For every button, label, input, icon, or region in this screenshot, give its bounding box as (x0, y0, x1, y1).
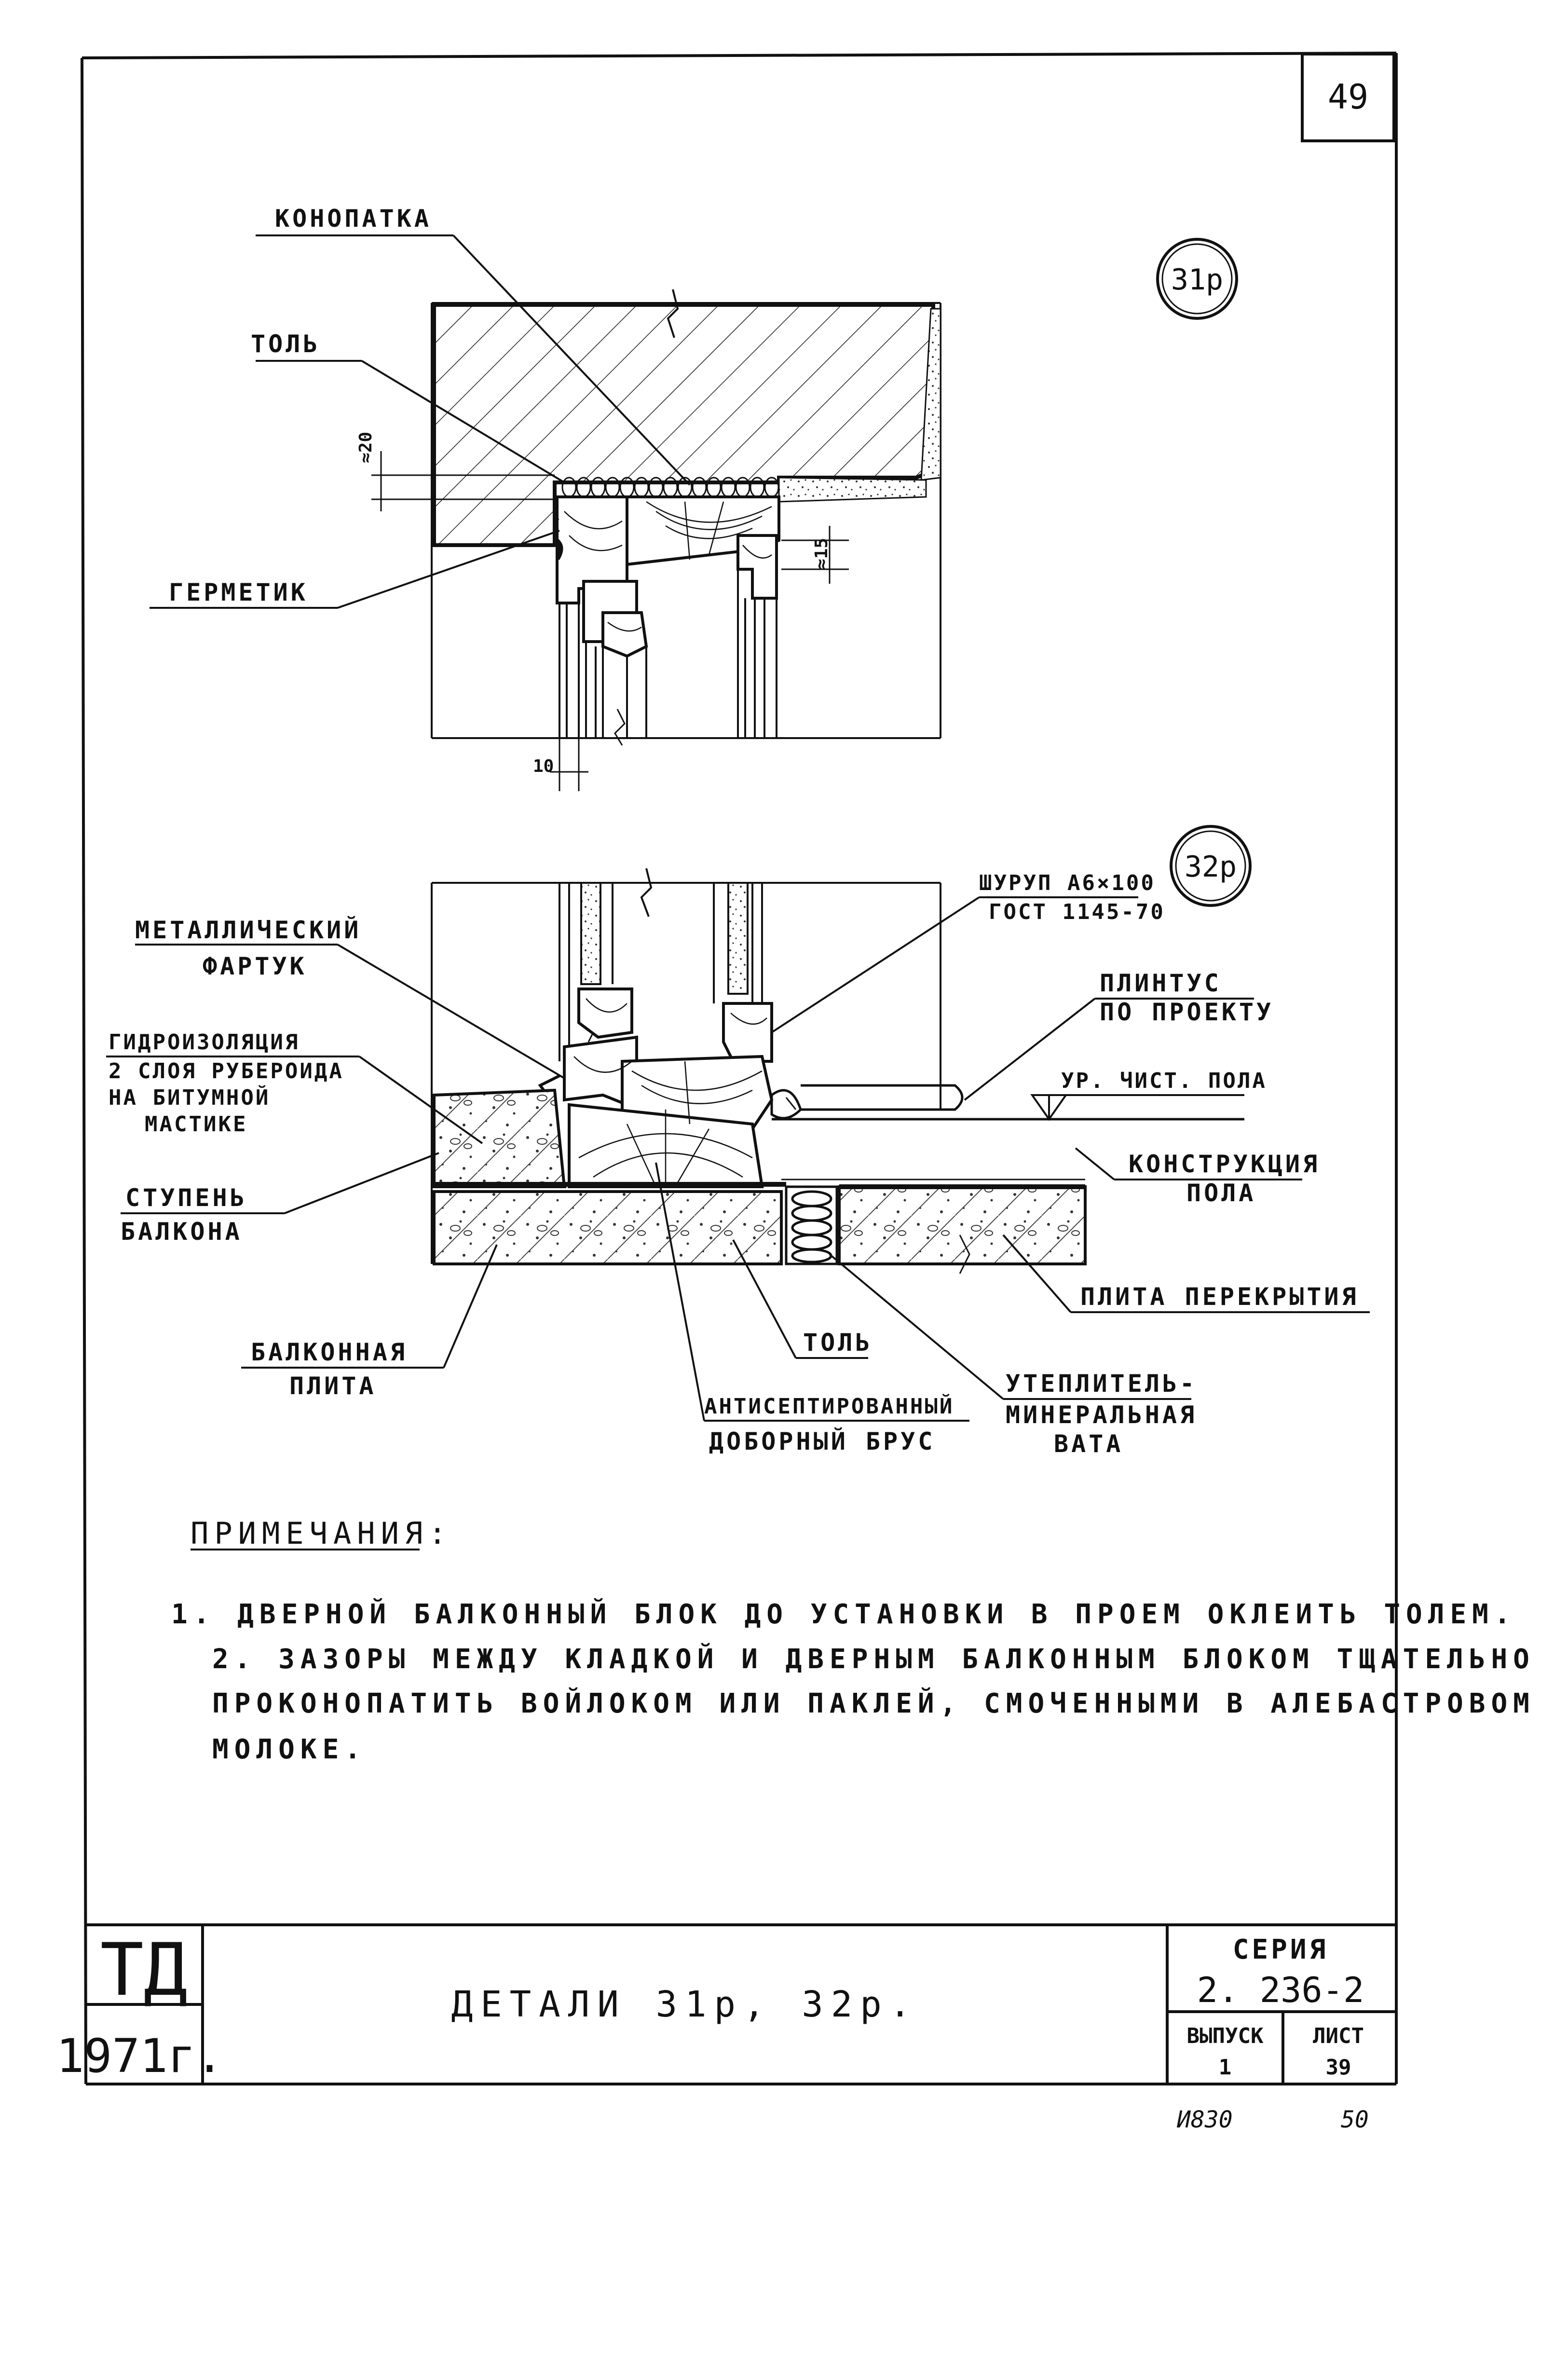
label-plintus-1: ПЛИНТУС (1100, 969, 1222, 997)
notes-block: ПРИМЕЧАНИЯ: 1. ДВЕРНОЙ БАЛКОННЫЙ БЛОК ДО… (171, 1516, 1535, 1765)
label-stupen-1: СТУПЕНЬ (125, 1184, 247, 1212)
title-block (86, 1923, 1396, 2084)
label-konopatka: КОНОПАТКА (275, 205, 432, 233)
notes-title: ПРИМЕЧАНИЯ: (191, 1516, 452, 1551)
label-fartuk-1: МЕТАЛЛИЧЕСКИЙ (135, 916, 361, 944)
title-block-title: ДЕТАЛИ 31р, 32р. (451, 1984, 919, 2025)
title-block-sheet-value: 39 (1326, 2055, 1351, 2080)
detail-marker-31-label: 31р (1171, 263, 1223, 297)
dim-20: ≈20 (356, 432, 376, 463)
label-gidro-1: ГИДРОИЗОЛЯЦИЯ (109, 1030, 300, 1055)
label-tol-31: ТОЛЬ (251, 330, 320, 358)
label-uteplitel-3: ВАТА (1054, 1430, 1123, 1458)
label-stupen-2: БАЛКОНА (121, 1218, 243, 1246)
label-brus-2: ДОБОРНЫЙ БРУС (709, 1427, 935, 1455)
detail-marker-31 (1156, 238, 1238, 320)
footer-note-right: 50 (1341, 2106, 1369, 2133)
detail-31-drawing: 31р (150, 205, 1238, 791)
label-uteplitel-2: МИНЕРАЛЬНАЯ (1006, 1401, 1197, 1429)
label-gidro-4: МАСТИКЕ (145, 1112, 247, 1137)
label-konstr-2: ПОЛА (1186, 1179, 1256, 1207)
label-gidro-2: 2 СЛОЯ РУБЕРОИДА (109, 1059, 344, 1084)
note-line-2c: МОЛОКЕ. (212, 1734, 367, 1765)
page-number: 49 (1328, 77, 1368, 117)
title-block-issue-value: 1 (1219, 2055, 1232, 2080)
label-germetik: ГЕРМЕТИК (169, 578, 308, 606)
detail-marker-32-label: 32р (1185, 850, 1237, 884)
title-block-series-value: 2. 236-2 (1197, 1970, 1364, 2010)
label-perekr: ПЛИТА ПЕРЕКРЫТИЯ (1080, 1283, 1359, 1311)
label-tol-32: ТОЛЬ (803, 1329, 873, 1357)
dim-15: ≈15 (812, 538, 832, 569)
label-plita-1: БАЛКОННАЯ (251, 1338, 408, 1366)
label-plintus-2: ПО ПРОЕКТУ (1100, 998, 1274, 1026)
label-shurup-2: ГОСТ 1145-70 (989, 900, 1165, 924)
label-uteplitel-1: УТЕПЛИТЕЛЬ- (1006, 1370, 1197, 1398)
title-block-series-label: СЕРИЯ (1233, 1934, 1329, 1965)
label-plita-2: ПЛИТА (289, 1372, 377, 1400)
sheet-frame (81, 52, 1398, 2085)
label-brus-1: АНТИСЕПТИРОВАННЫЙ (704, 1393, 954, 1419)
note-line-2a: 2. ЗАЗОРЫ МЕЖДУ КЛАДКОЙ И ДВЕРНЫМ БАЛКОН… (212, 1643, 1535, 1675)
label-pol-level: УР. ЧИСТ. ПОЛА (1061, 1069, 1267, 1093)
label-fartuk-2: ФАРТУК (203, 952, 307, 980)
page-number-box: 49 (1301, 53, 1395, 142)
detail-marker-32 (1170, 825, 1252, 907)
footer-note-left: И830 (1176, 2106, 1233, 2133)
title-block-year: 1971г. (56, 2029, 224, 2083)
title-block-sheet-label: ЛИСТ (1313, 2024, 1364, 2048)
detail-32-drawing: 32р (106, 825, 1370, 1458)
label-gidro-3: НА БИТУМНОЙ (109, 1084, 270, 1110)
dim-10: 10 (533, 756, 554, 776)
label-shurup-1: ШУРУП А6×100 (979, 871, 1156, 895)
note-line-2b: ПРОКОНОПАТИТЬ ВОЙЛОКОМ ИЛИ ПАКЛЕЙ, СМОЧЕ… (212, 1687, 1535, 1719)
label-konstr-1: КОНСТРУКЦИЯ (1129, 1150, 1320, 1178)
note-line-1: 1. ДВЕРНОЙ БАЛКОННЫЙ БЛОК ДО УСТАНОВКИ В… (171, 1598, 1516, 1630)
title-block-issue-label: ВЫПУСК (1187, 2024, 1264, 2048)
title-block-org: ТД (100, 1928, 188, 2012)
